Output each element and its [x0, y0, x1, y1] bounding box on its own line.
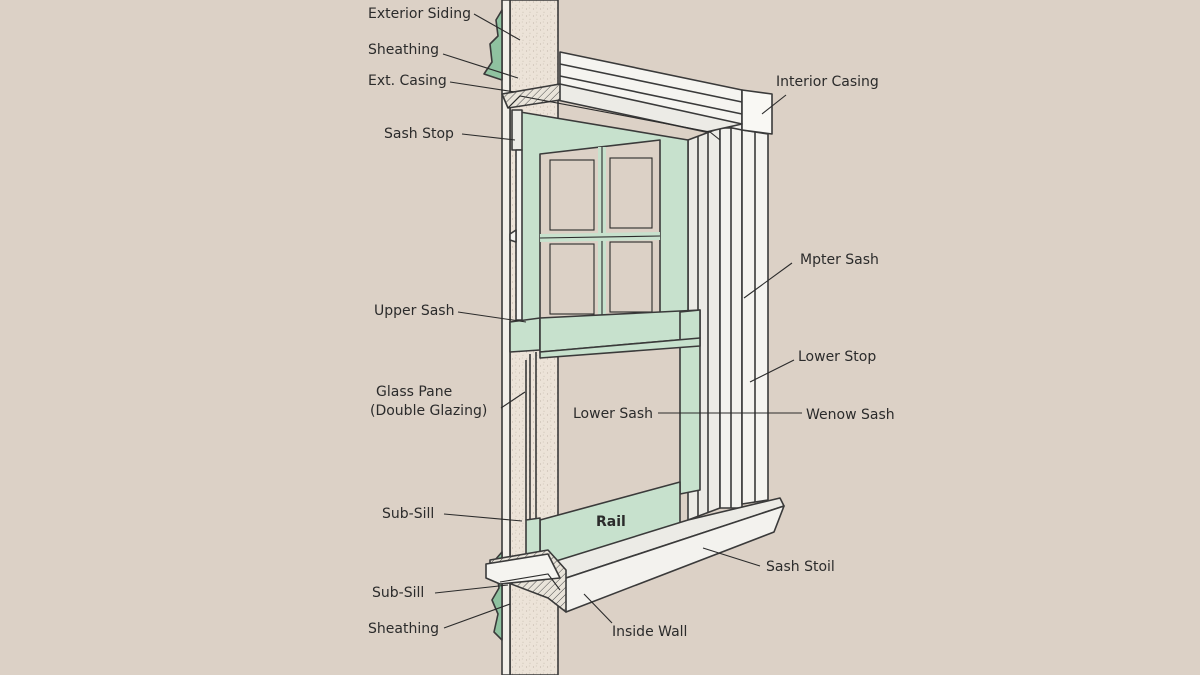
label-double-glazing: (Double Glazing): [370, 403, 487, 419]
label-sheathing-bottom: Sheathing: [368, 621, 439, 637]
leader-lines: [434, 13, 802, 629]
label-wenow-sash: Wenow Sash: [806, 407, 895, 423]
label-sub-sill-upper: Sub-Sill: [382, 506, 434, 522]
lower-sash-stile: [679, 309, 701, 495]
label-interior-casing: Interior Casing: [776, 74, 879, 90]
label-sash-stoil: Sash Stoil: [766, 559, 835, 575]
label-mpter-sash: Mpter Sash: [800, 252, 879, 268]
upper-sash: [509, 109, 689, 323]
label-lower-sash: Lower Sash: [573, 406, 653, 422]
label-sash-stop: Sash Stop: [384, 126, 454, 142]
label-lower-stop: Lower Stop: [798, 349, 876, 365]
meeting-rail-end: [509, 317, 541, 353]
label-glass-pane: Glass Pane: [376, 384, 452, 400]
exterior-casing: [501, 83, 561, 109]
label-upper-sash: Upper Sash: [374, 303, 454, 319]
sill-nosing: [485, 553, 561, 585]
label-inside-wall: Inside Wall: [612, 624, 687, 640]
sash-stop-block: [511, 109, 523, 151]
head-casing: [501, 51, 773, 141]
casing-corner-block: [741, 89, 773, 135]
sill-assembly: [485, 497, 785, 613]
label-ext-casing: Ext. Casing: [368, 73, 447, 89]
label-sub-sill-lower: Sub-Sill: [372, 585, 424, 601]
label-exterior-siding: Exterior Siding: [368, 6, 471, 22]
label-rail: Rail: [596, 514, 626, 530]
labels: Exterior Siding Sheathing Ext. Casing Sa…: [368, 6, 895, 640]
label-sheathing-top: Sheathing: [368, 42, 439, 58]
